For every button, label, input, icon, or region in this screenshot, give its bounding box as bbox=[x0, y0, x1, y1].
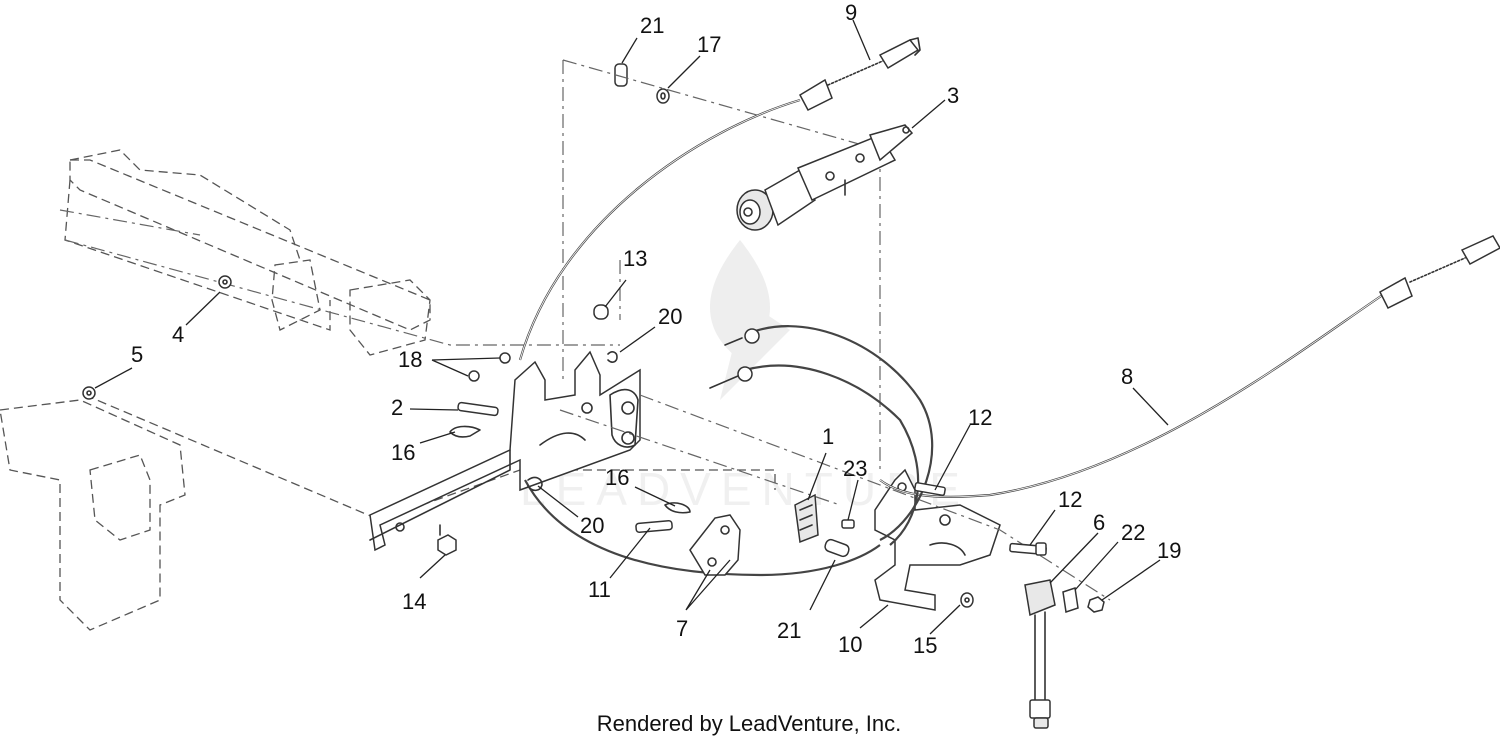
nut-4 bbox=[218, 275, 232, 289]
callout-17: 17 bbox=[697, 32, 721, 57]
callout-23: 23 bbox=[843, 456, 867, 481]
nuts-18 bbox=[468, 352, 511, 382]
callout-20-lower: 20 bbox=[580, 513, 604, 538]
callout-16-upper: 16 bbox=[391, 440, 415, 465]
callout-16-lower: 16 bbox=[605, 465, 629, 490]
pin-13 bbox=[593, 304, 609, 320]
callout-12-upper: 12 bbox=[968, 405, 992, 430]
callout-5: 5 bbox=[131, 342, 143, 367]
wire-loops bbox=[524, 325, 934, 577]
switch-6 bbox=[1024, 579, 1056, 729]
clip-22 bbox=[1062, 587, 1079, 613]
washer-15 bbox=[960, 592, 974, 608]
plate-7 bbox=[689, 514, 741, 576]
callout-6: 6 bbox=[1093, 510, 1105, 535]
footer-credit: Rendered by LeadVenture, Inc. bbox=[597, 711, 902, 736]
bolt-12-lower bbox=[1009, 542, 1047, 556]
pin-11 bbox=[635, 519, 673, 534]
callout-20-upper: 20 bbox=[658, 304, 682, 329]
callout-9: 9 bbox=[845, 0, 857, 25]
pin-2 bbox=[457, 401, 499, 417]
alignment-lines bbox=[559, 59, 1111, 601]
callout-1: 1 bbox=[822, 424, 834, 449]
cable-9 bbox=[518, 37, 921, 361]
callout-21-upper: 21 bbox=[640, 13, 664, 38]
callout-15: 15 bbox=[913, 633, 937, 658]
callout-13: 13 bbox=[623, 246, 647, 271]
callout-4: 4 bbox=[172, 322, 184, 347]
nut-5 bbox=[82, 386, 96, 400]
callout-2: 2 bbox=[391, 395, 403, 420]
main-bracket bbox=[369, 350, 641, 552]
clip-20-upper bbox=[607, 351, 618, 363]
leader-lines bbox=[94, 19, 1169, 635]
callout-10: 10 bbox=[838, 632, 862, 657]
callout-8: 8 bbox=[1121, 364, 1133, 389]
callout-19: 19 bbox=[1157, 538, 1181, 563]
callout-21-lower: 21 bbox=[777, 618, 801, 643]
nut-19 bbox=[1087, 596, 1105, 613]
callouts: 21 17 9 3 13 20 4 5 18 2 16 8 1 12 23 16… bbox=[131, 0, 1181, 658]
bolt-12-upper bbox=[914, 482, 946, 496]
clip-16-upper bbox=[449, 425, 481, 438]
pin-21-lower bbox=[824, 538, 850, 558]
callout-22: 22 bbox=[1121, 520, 1145, 545]
clip-16-lower bbox=[664, 502, 691, 514]
bolt-14 bbox=[437, 524, 457, 556]
tractor-frame-phantom bbox=[0, 149, 776, 631]
callout-11: 11 bbox=[588, 577, 611, 602]
actuator-3 bbox=[736, 124, 914, 231]
callout-7: 7 bbox=[676, 616, 688, 641]
callout-12-lower: 12 bbox=[1058, 487, 1082, 512]
clip-20-lower bbox=[527, 476, 543, 492]
cable-8 bbox=[879, 235, 1500, 498]
pin-23 bbox=[841, 519, 855, 529]
callout-18: 18 bbox=[398, 347, 422, 372]
callout-14: 14 bbox=[402, 589, 426, 614]
washer-17 bbox=[656, 88, 670, 104]
callout-3: 3 bbox=[947, 83, 959, 108]
